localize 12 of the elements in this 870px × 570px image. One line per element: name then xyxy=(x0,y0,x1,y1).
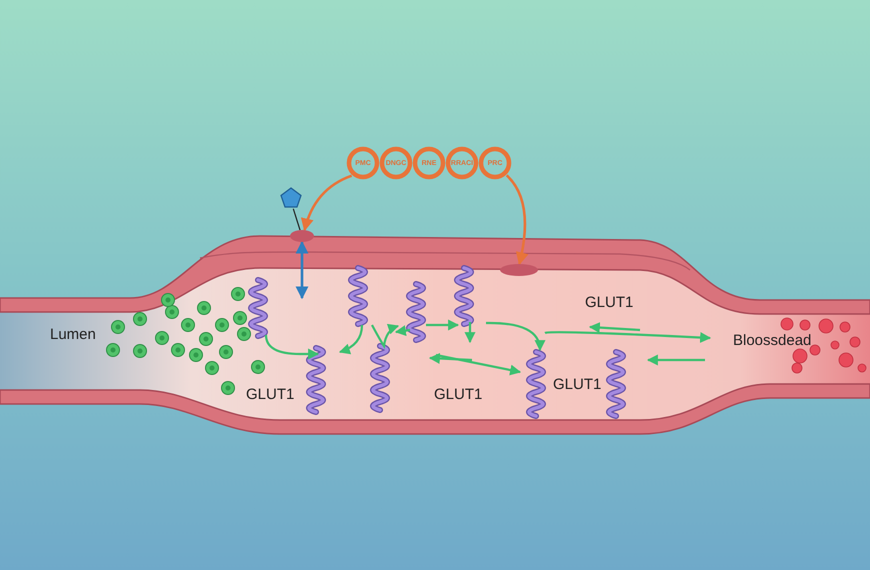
protein-label: GLUT1 xyxy=(434,386,482,403)
arrow xyxy=(301,174,352,232)
protein-label: GLUT1 xyxy=(585,294,634,311)
arrow xyxy=(296,240,308,300)
protein-label: GLUT1 xyxy=(553,376,602,393)
protein-label: GLUT1 xyxy=(246,386,294,403)
connector-line xyxy=(292,208,301,230)
region-label: Lumen xyxy=(50,326,96,343)
pentagon-icon xyxy=(280,187,302,209)
arrow xyxy=(506,174,528,266)
region-label: Bloossdead xyxy=(733,332,812,349)
membrane-spot xyxy=(290,230,314,242)
